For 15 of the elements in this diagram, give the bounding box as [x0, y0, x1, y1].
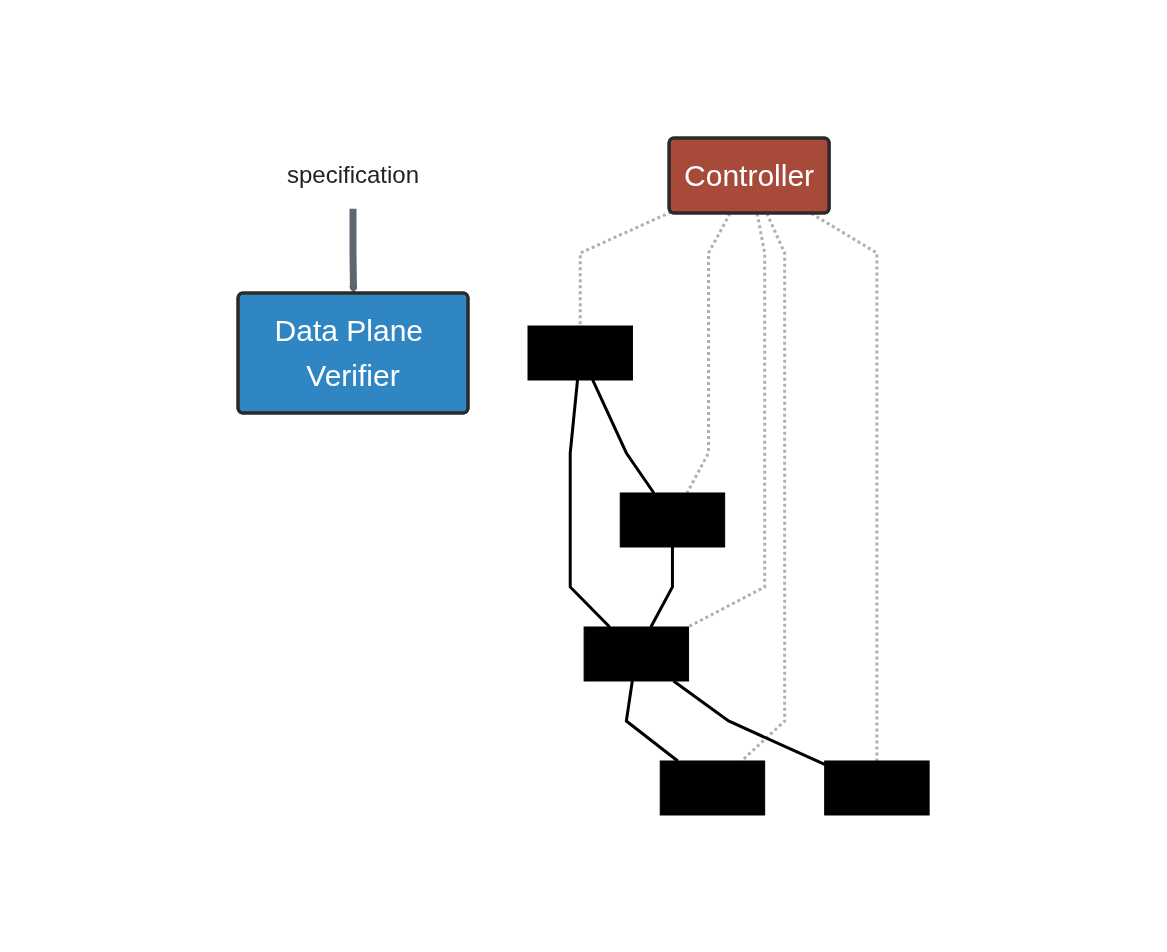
- connector: [578, 210, 672, 326]
- node-box: [527, 325, 633, 380]
- connector: [740, 212, 787, 762]
- connector: [624, 680, 679, 762]
- connector: [685, 212, 732, 494]
- node-box: [619, 492, 726, 547]
- connector: [568, 379, 611, 628]
- connector: [687, 212, 767, 628]
- connector: [672, 679, 826, 766]
- node-text: specification: [286, 161, 419, 188]
- node-box: [659, 760, 766, 815]
- node-box: [583, 626, 689, 681]
- connector: [591, 378, 656, 494]
- connector: [649, 546, 674, 628]
- node-box: [824, 760, 930, 815]
